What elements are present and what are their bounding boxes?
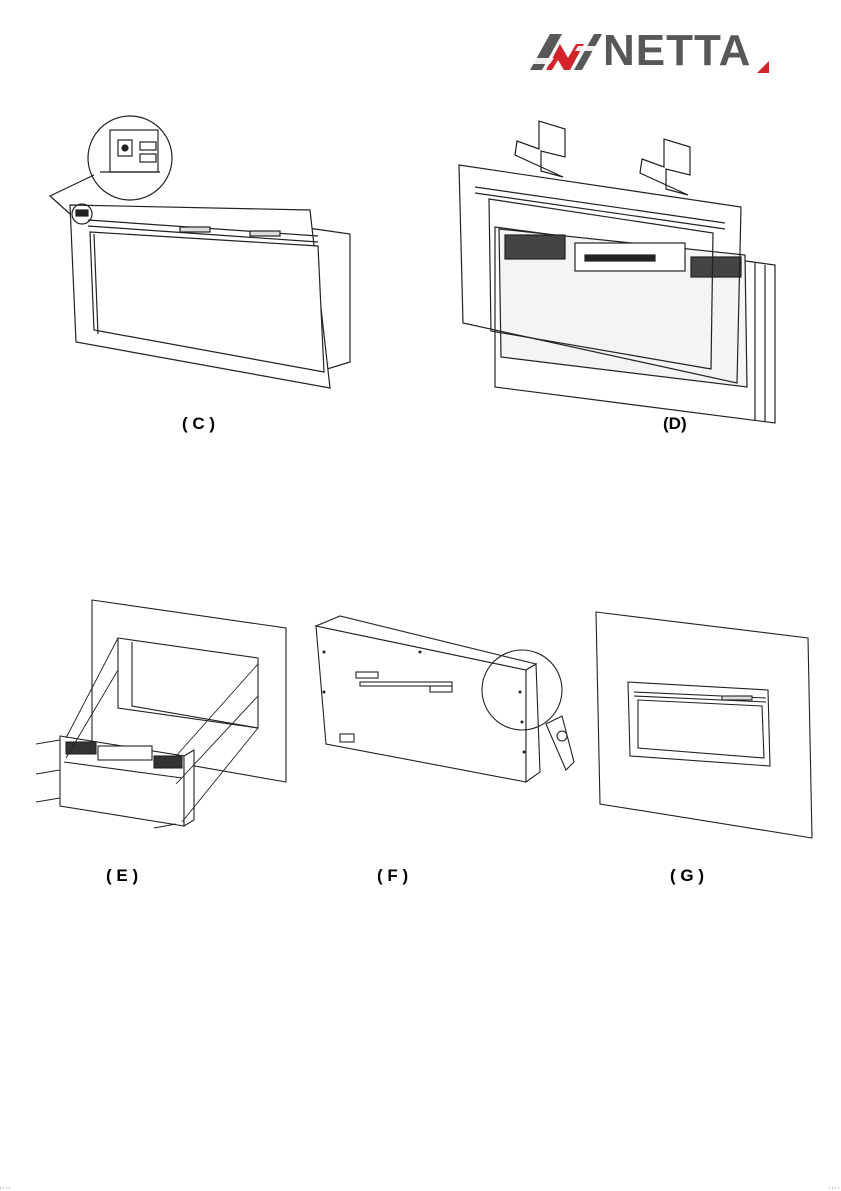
figure-c [40,110,360,400]
figure-f-drawing [300,612,590,787]
netta-stripe-logo-icon [528,28,608,74]
figure-d-caption: (D) [663,414,687,434]
figure-f-caption: ( F ) [377,866,408,886]
figure-c-caption: ( C ) [182,414,215,434]
figure-e-caption: ( E ) [106,866,138,886]
figure-d-drawing [455,115,785,425]
figure-c-drawing [40,110,360,400]
brand-name: NETTA [603,28,751,74]
figure-e [36,598,291,833]
brand-accent-triangle [757,61,769,73]
figure-e-drawing [36,598,291,833]
figure-f [300,612,590,787]
figure-g-drawing [592,608,817,840]
figure-d [455,115,785,425]
figure-g [592,608,817,840]
page-edge-marks [0,1186,841,1191]
figure-g-caption: ( G ) [670,866,704,886]
